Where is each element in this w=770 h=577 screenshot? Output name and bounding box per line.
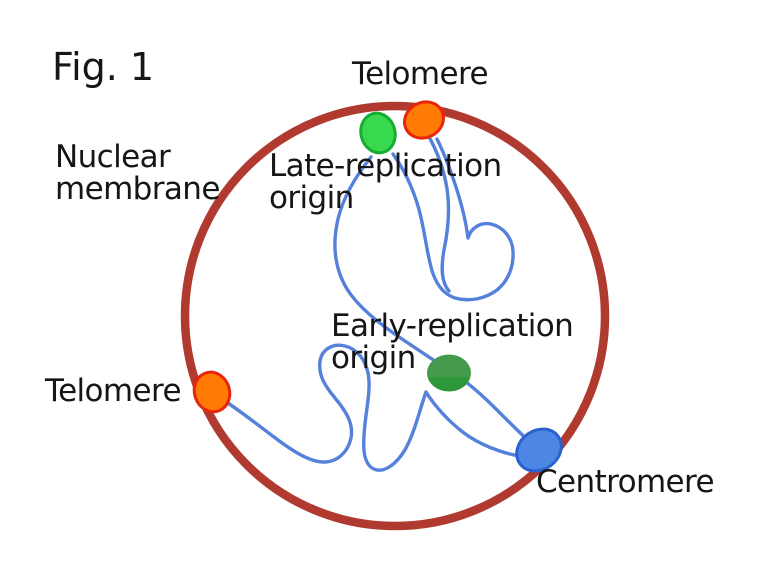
- label-nuclear-membrane-line2: membrane: [55, 171, 220, 208]
- label-nuclear-membrane-line1: Nuclear: [55, 139, 171, 175]
- chromatin-strand-loop: [391, 137, 515, 302]
- centromere-ellipse: [515, 427, 563, 473]
- label-telomere-left: Telomere: [45, 373, 182, 409]
- figure-title: Fig. 1: [52, 45, 155, 89]
- label-centromere: Centromere: [536, 464, 715, 500]
- chromatin-strand-left-arm: [212, 343, 536, 472]
- label-early-origin-line2: origin: [331, 340, 416, 377]
- nuclear-membrane-circle: [180, 101, 610, 531]
- label-early-origin: Early-replication origin: [331, 308, 574, 377]
- chromatin-strand-origin-diagonal: [333, 155, 535, 447]
- telomere-left-ellipse: [192, 370, 232, 414]
- label-early-origin-line1: Early-replication: [331, 308, 574, 344]
- label-late-origin-line2: origin: [269, 180, 354, 217]
- early-origin-ellipse: [427, 354, 471, 392]
- label-telomere-top: Telomere: [352, 56, 489, 92]
- label-nuclear-membrane: Nuclear membrane: [55, 139, 220, 208]
- telomere-top-ellipse: [403, 100, 445, 140]
- chromatin-strand-telomere-drop: [426, 133, 451, 293]
- late-origin-ellipse: [359, 111, 397, 155]
- label-late-origin: Late-replication origin: [269, 148, 502, 217]
- label-late-origin-line1: Late-replication: [269, 148, 502, 184]
